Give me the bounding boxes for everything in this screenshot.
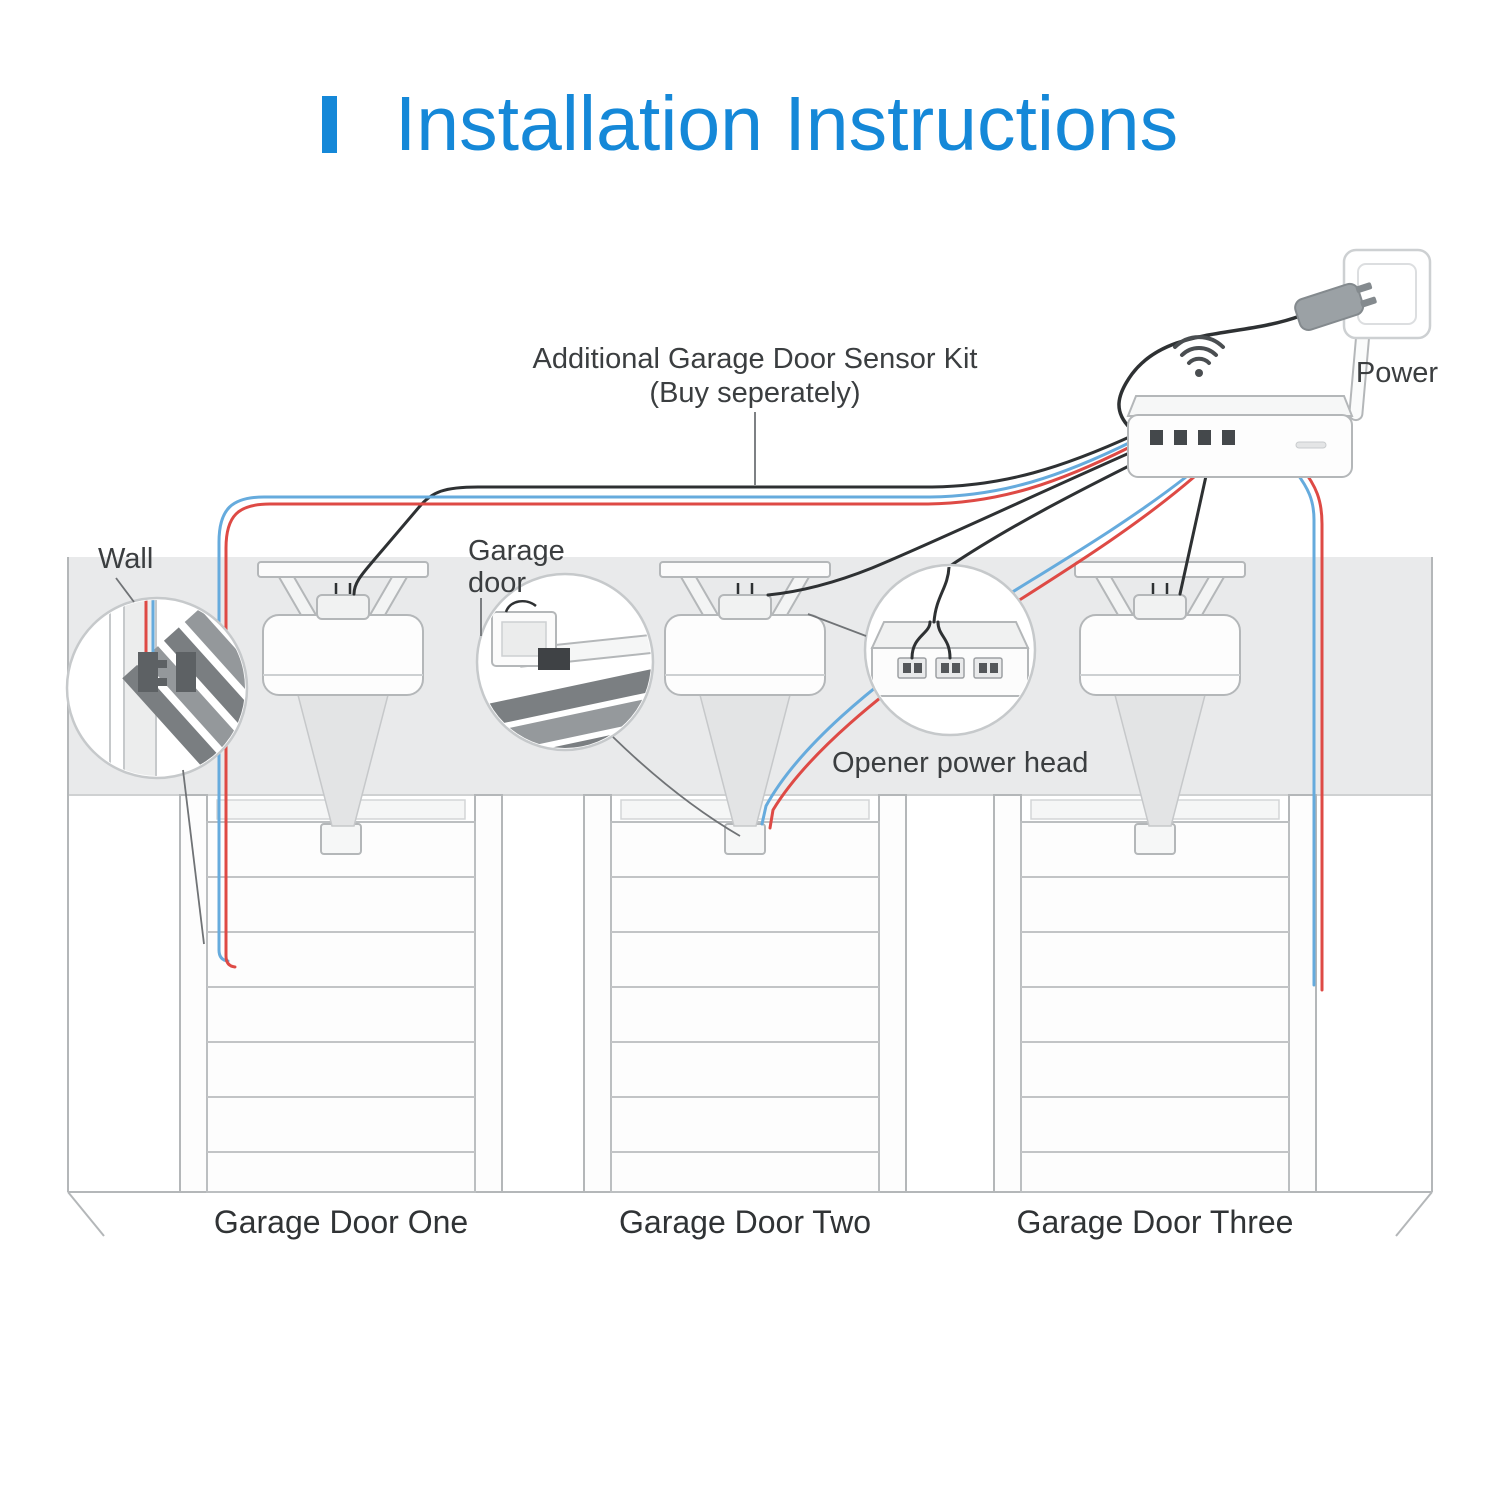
wifi-hub (1126, 317, 1372, 478)
wire-red-to-wall-sensor (224, 445, 1132, 969)
power-outlet-icon (1342, 248, 1432, 340)
leader-wall-label (115, 577, 135, 603)
label-garage-door-line1: Garage (468, 535, 565, 567)
wire-black-to-opener-one (352, 432, 1138, 596)
terminal-blocks (897, 657, 1003, 679)
page-title: Installation Instructions (0, 86, 1500, 163)
wire-blue-to-wall-sensor (217, 439, 1135, 963)
power-cable (1117, 314, 1302, 430)
leader-power-head-callout (807, 613, 867, 637)
wall-sensor-magnets (138, 652, 196, 692)
door-sensor-detail (538, 648, 570, 670)
page-title-text: Installation Instructions (394, 81, 1179, 167)
label-garage-door-three: Garage Door Three (1017, 1204, 1294, 1240)
wire-black-to-opener-three (1178, 474, 1208, 596)
label-leaders (115, 412, 756, 636)
label-power: Power (1356, 357, 1439, 389)
label-sensor-kit-line1: Additional Garage Door Sensor Kit (533, 343, 978, 375)
label-opener-power-head: Opener power head (832, 747, 1088, 779)
leader-garage-door-callout (612, 736, 741, 837)
callout-opener-power-head (807, 563, 1037, 737)
title-accent-bar (321, 96, 337, 153)
wifi-icon (1173, 335, 1225, 377)
hub-ports (1150, 430, 1235, 445)
label-wall: Wall (98, 543, 153, 575)
garage-door-one (179, 794, 503, 1193)
power-plug-icon (1294, 282, 1377, 332)
wire-black-to-opener-two (766, 441, 1154, 597)
garage-door-two (583, 794, 907, 1193)
label-garage-door-one: Garage Door One (214, 1204, 468, 1240)
garage-door-three (993, 794, 1317, 1193)
leader-wall-callout (182, 769, 205, 945)
label-garage-door-line2: door (468, 567, 526, 599)
callout-garage-door (475, 572, 741, 837)
hub-led-strip (1295, 441, 1327, 449)
label-sensor-kit-line2: (Buy seperately) (649, 377, 860, 409)
label-garage-door-two: Garage Door Two (619, 1204, 871, 1240)
